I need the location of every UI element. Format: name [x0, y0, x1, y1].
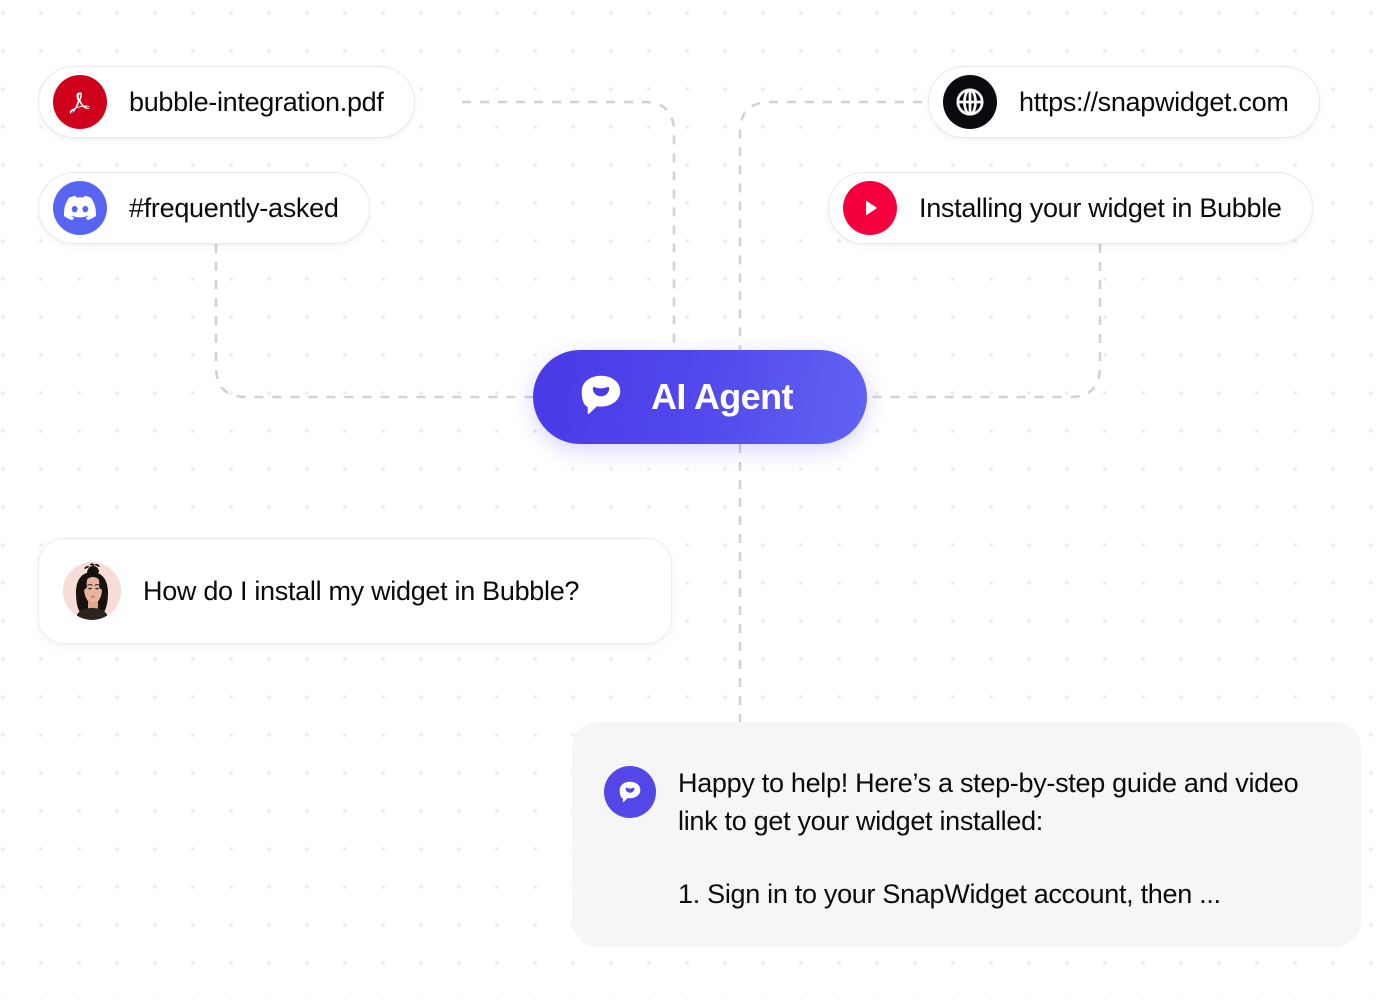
source-chip-label: https://snapwidget.com	[1019, 86, 1289, 117]
youtube-play-icon	[843, 181, 897, 235]
source-chip-pdf[interactable]: bubble-integration.pdf	[38, 66, 415, 138]
agent-response-body: Happy to help! Here’s a step-by-step gui…	[678, 764, 1326, 917]
chat-bubble-logo-icon	[604, 766, 656, 818]
agent-response-step: 1. Sign in to your SnapWidget account, t…	[678, 878, 1221, 909]
pdf-icon	[53, 75, 107, 129]
user-message-text: How do I install my widget in Bubble?	[143, 575, 580, 606]
source-chip-video[interactable]: Installing your widget in Bubble	[828, 172, 1313, 244]
ai-agent-label: AI Agent	[651, 376, 793, 417]
agent-response-paragraph: Happy to help! Here’s a step-by-step gui…	[678, 768, 1299, 837]
source-chip-label: bubble-integration.pdf	[129, 86, 384, 117]
user-message-bubble: How do I install my widget in Bubble?	[38, 538, 672, 644]
globe-icon	[943, 75, 997, 129]
ai-agent-node[interactable]: AI Agent	[533, 350, 867, 444]
source-chip-url[interactable]: https://snapwidget.com	[928, 66, 1320, 138]
source-chip-label: #frequently-asked	[129, 192, 339, 223]
connector-discord	[214, 226, 540, 399]
connector-video	[866, 226, 1102, 399]
source-chip-discord[interactable]: #frequently-asked	[38, 172, 370, 244]
agent-response-bubble: Happy to help! Here’s a step-by-step gui…	[572, 722, 1361, 947]
discord-icon	[53, 181, 107, 235]
source-chip-label: Installing your widget in Bubble	[919, 192, 1282, 223]
chat-bubble-logo-icon	[573, 367, 629, 428]
user-avatar	[63, 562, 121, 620]
